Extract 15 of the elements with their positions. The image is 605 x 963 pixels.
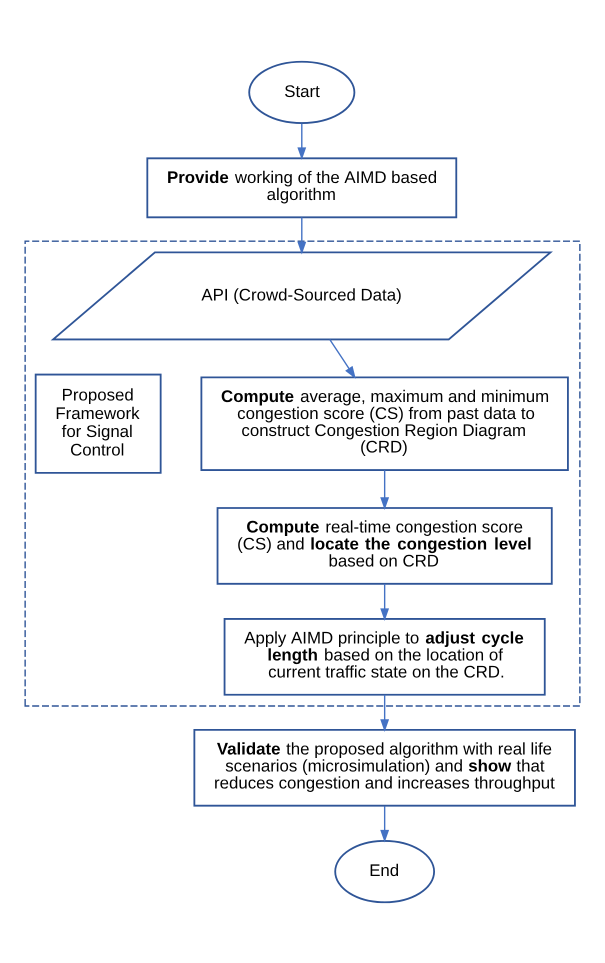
arrow bbox=[380, 694, 390, 732]
node-box: Compute average, maximum and minimum congestion score (CS) from past data to construct Congestion Region Diagram (CRD) bbox=[200, 376, 569, 470]
arrow bbox=[297, 216, 306, 254]
arrow bbox=[380, 470, 390, 510]
arrow bbox=[329, 338, 356, 378]
node-box: Proposed Framework for Signal Control bbox=[34, 373, 162, 474]
node-ellipse: Start bbox=[248, 60, 356, 124]
node-box: Apply AIMD principle to adjust cycle length based on the location of current traffic state on the CRD. bbox=[224, 618, 546, 696]
arrow bbox=[380, 583, 390, 620]
arrow bbox=[380, 806, 390, 842]
node-box: Validate the proposed algorithm with real life scenarios (microsimulation) and show that reduces congestion and increases throughput bbox=[193, 728, 576, 806]
node-ellipse: End bbox=[334, 840, 436, 903]
node-box: Compute real-time congestion score (CS) and locate the congestion level based on CRD bbox=[216, 506, 553, 584]
arrow bbox=[297, 123, 306, 160]
node-box: Provide working of the AIMD based algorithm bbox=[146, 156, 458, 218]
